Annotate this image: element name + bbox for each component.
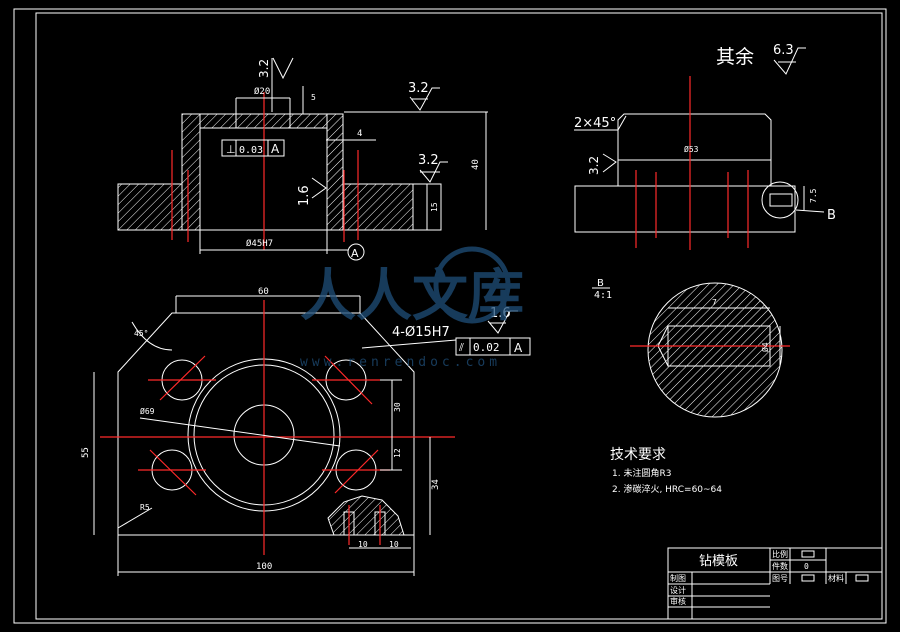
watermark: 人人文库 www.renrendoc.com — [300, 246, 524, 370]
part-name: 钻模板 — [699, 554, 738, 569]
outer-frame — [13, 8, 887, 624]
right-wall — [326, 113, 344, 231]
drawing-no-label: 图号 — [772, 574, 788, 583]
title-block: 钻模板 比例 件数 0 图号 材料 制图 设计 审核 — [667, 547, 883, 620]
roughness-top-value: 3.2 — [257, 59, 271, 78]
dim-100: 100 — [256, 562, 272, 572]
dim-width: Ø53 — [684, 144, 699, 154]
datum-label: A — [351, 247, 359, 260]
tech-requirements: 技术要求 1. 未注圆角R3 2. 渗碳淬火, HRC=60~64 — [610, 447, 722, 495]
top-section-view: 3.2 Ø20 5 3.2 4 40 3.2 15 1.6 ⊥ — [117, 57, 488, 261]
plan-tolerance-datum: A — [514, 341, 523, 355]
material-label: 材料 — [828, 573, 844, 583]
datum-circle — [347, 243, 365, 261]
dim-30: 30 — [393, 402, 402, 412]
dim-60: 60 — [258, 287, 269, 297]
dim-55: 55 — [81, 447, 91, 458]
drawn-label: 制图 — [670, 573, 686, 583]
inner-frame — [35, 12, 883, 620]
dim-5: 5 — [311, 93, 316, 102]
tech-item-1: 1. 未注圆角R3 — [612, 467, 671, 479]
side-boss — [617, 113, 772, 186]
detail-circle-b — [761, 181, 799, 219]
dim-height: 40 — [471, 159, 481, 170]
count-label: 件数 — [772, 561, 788, 571]
dim-7-5: 7.5 — [809, 188, 818, 203]
detail-view-b: B 4:1 7 Ø4 — [592, 278, 790, 418]
side-roughness: 3.2 — [587, 156, 601, 175]
right-flange — [342, 183, 414, 231]
roughness-icon — [311, 177, 327, 199]
dim-10b: 10 — [389, 540, 399, 549]
dim-bore: Ø45H7 — [246, 238, 273, 249]
watermark-main: 人人文库 — [300, 264, 524, 329]
tolerance-symbol: ⊥ — [226, 143, 236, 156]
holes-callout: 4-Ø15H7 — [392, 325, 450, 340]
roughness-left-value: 1.6 — [297, 185, 312, 206]
dim-34: 34 — [431, 479, 441, 490]
general-roughness-label: 其余 — [716, 46, 754, 68]
detail-dim-7: 7 — [712, 298, 717, 307]
tech-item-2: 2. 渗碳淬火, HRC=60~64 — [612, 483, 722, 495]
watermark-logo-icon — [433, 246, 511, 324]
watermark-url: www.renrendoc.com — [300, 355, 501, 370]
detail-scale: 4:1 — [594, 290, 612, 301]
broken-section — [327, 495, 405, 536]
scale-label: 比例 — [772, 549, 788, 559]
dim-4: 4 — [357, 129, 362, 139]
general-roughness: 其余 6.3 — [716, 43, 806, 75]
plan-tolerance-value: 0.02 — [473, 341, 500, 354]
detail-dim-4: Ø4 — [760, 342, 770, 352]
chamfer: 2×45° — [574, 116, 616, 131]
roughness-icon — [272, 57, 294, 80]
dim-45deg: 45° — [134, 329, 148, 338]
plan-tolerance-frame — [455, 337, 531, 356]
tech-title: 技术要求 — [610, 447, 666, 463]
roughness-upper-value: 3.2 — [408, 81, 429, 96]
dim-15: 15 — [430, 202, 439, 212]
side-view: 2×45° 3.2 Ø53 7.5 B — [574, 76, 836, 250]
tolerance-datum: A — [271, 142, 280, 156]
design-label: 设计 — [670, 585, 686, 595]
dim-R5: R5 — [140, 503, 150, 512]
left-flange — [117, 183, 183, 231]
left-wall — [181, 113, 201, 231]
detail-label: B — [827, 208, 836, 223]
dim-10a: 10 — [358, 540, 368, 549]
plan-tolerance-symbol: ⫽ — [458, 341, 464, 354]
tolerance-value: 0.03 — [239, 145, 263, 156]
roughness-icon — [602, 153, 617, 173]
roughness-icon — [773, 47, 806, 75]
tolerance-frame — [221, 139, 285, 157]
count-value: 0 — [804, 562, 809, 571]
dim-12: 12 — [393, 448, 402, 458]
dim-d69: Ø69 — [140, 406, 155, 416]
roughness-icon — [487, 310, 518, 334]
roughness-right-value: 3.2 — [418, 153, 439, 168]
review-label: 审核 — [670, 596, 686, 606]
side-base — [574, 185, 796, 233]
general-roughness-value: 6.3 — [773, 43, 794, 58]
detail-title: B — [597, 278, 604, 289]
dim-inner-top: Ø20 — [254, 86, 270, 97]
plan-view: 60 45° Ø69 4-Ø15H7 1.6 ⫽ 0.02 A — [81, 287, 531, 576]
